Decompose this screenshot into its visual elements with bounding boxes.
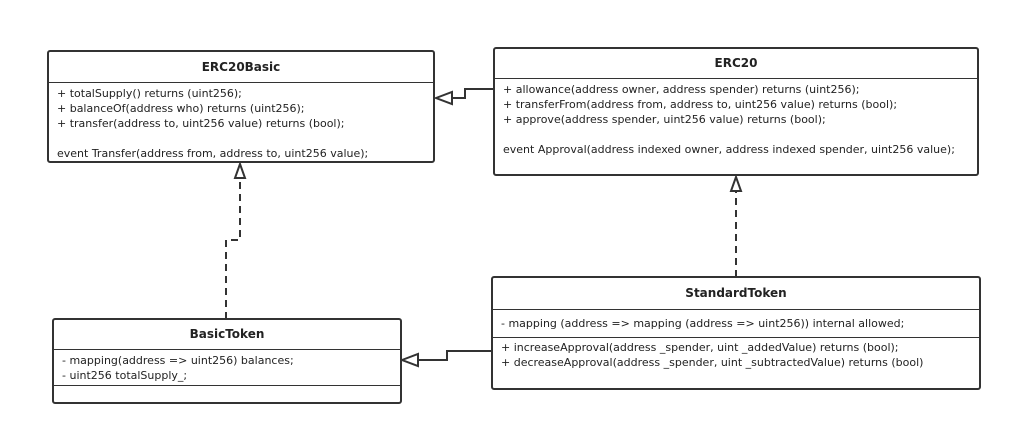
attribute-section: - mapping (address => mapping (address =… [493,310,979,338]
event-row: event Transfer(address from, address to,… [57,147,369,160]
class-name: ERC20Basic [49,52,433,83]
relation-standardtoken-implements-erc20 [729,174,743,277]
relation-erc20-extends-erc20basic [433,88,494,106]
method-row: + allowance(address owner, address spend… [503,83,860,96]
section-spacer [57,131,425,146]
class-basictoken[interactable]: BasicToken - mapping(address => uint256)… [52,318,402,404]
method-row: + decreaseApproval(address _spender, uin… [501,356,924,369]
event-row: event Approval(address indexed owner, ad… [503,143,955,156]
hollow-arrowhead [399,352,419,368]
relation-basictoken-implements-erc20basic [225,161,247,319]
class-erc20[interactable]: ERC20 + allowance(address owner, address… [493,47,979,176]
relation-line [225,178,241,319]
attribute-row: - uint256 totalSupply_; [62,369,188,382]
attribute-section: - mapping(address => uint256) balances; … [54,350,400,386]
class-name: BasicToken [54,320,400,350]
hollow-arrowhead [729,174,743,192]
hollow-arrowhead [433,90,453,106]
relation-standardtoken-extends-basictoken [399,350,491,368]
method-row: + balanceOf(address who) returns (uint25… [57,102,305,115]
attribute-row: - mapping(address => uint256) balances; [62,354,294,367]
method-section: + increaseApproval(address _spender, uin… [493,338,979,388]
method-row: + approve(address spender, uint256 value… [503,113,826,126]
class-name: StandardToken [493,278,979,310]
hollow-arrowhead [233,161,247,179]
class-name: ERC20 [495,49,977,79]
attribute-row: - mapping (address => mapping (address =… [501,317,905,330]
method-section: + totalSupply() returns (uint256); + bal… [49,83,433,161]
method-row: + transferFrom(address from, address to,… [503,98,898,111]
relation-line [418,350,491,361]
method-row: + totalSupply() returns (uint256); [57,87,242,100]
section-spacer [503,127,969,142]
class-standardtoken[interactable]: StandardToken - mapping (address => mapp… [491,276,981,390]
method-row: + transfer(address to, uint256 value) re… [57,117,345,130]
relation-line [452,88,494,99]
method-row: + increaseApproval(address _spender, uin… [501,341,899,354]
method-section [54,386,400,402]
method-section: + allowance(address owner, address spend… [495,79,977,174]
class-erc20basic[interactable]: ERC20Basic + totalSupply() returns (uint… [47,50,435,163]
